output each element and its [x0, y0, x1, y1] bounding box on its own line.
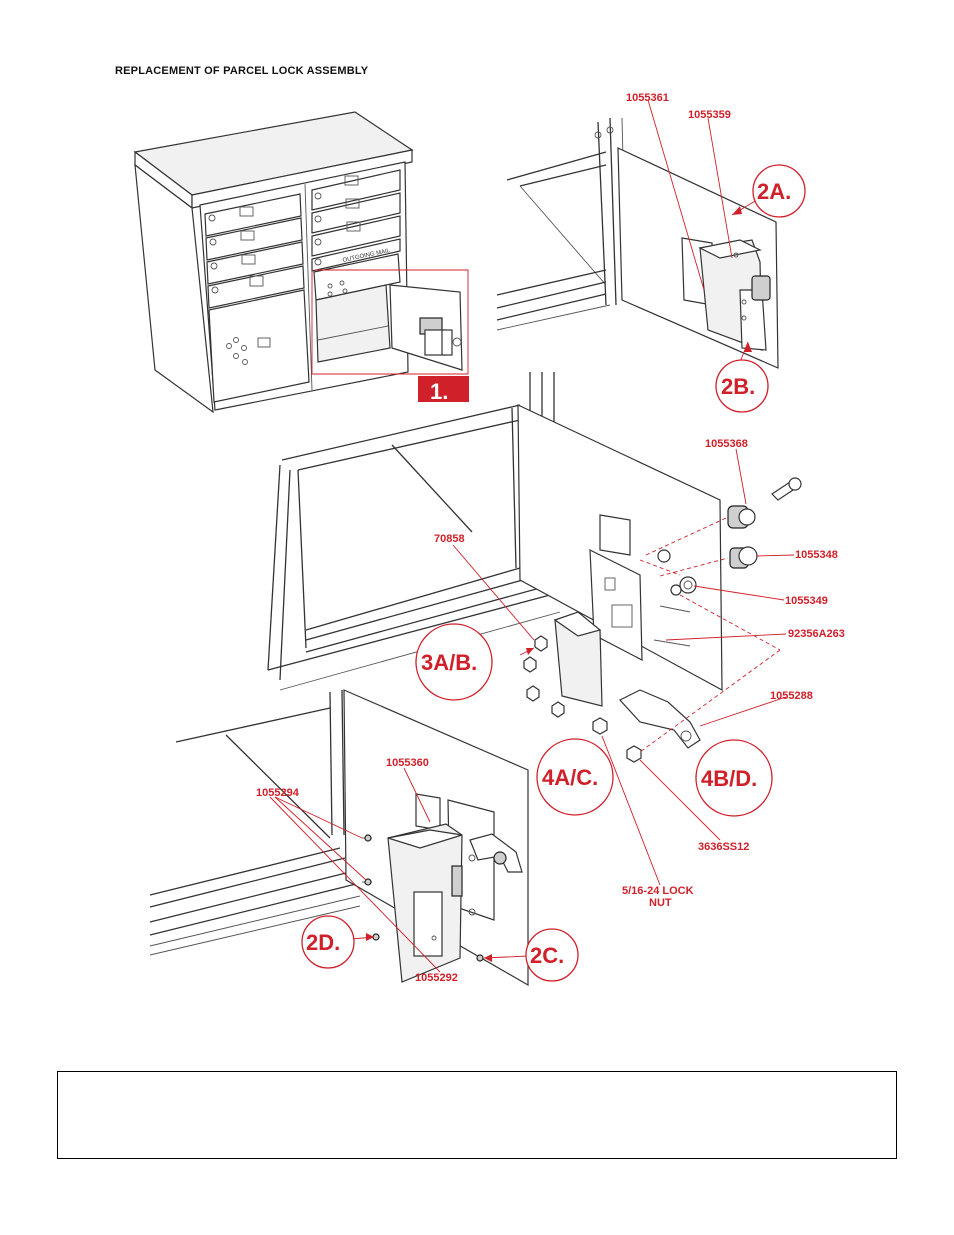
- exploded-lock-view: 3A/B. 4A/C. 4B/D. 1055368 1055348 105534…: [267, 372, 845, 909]
- step-2a-label: 2A.: [757, 179, 791, 204]
- part-1055292: 1055292: [415, 972, 458, 984]
- step-4ac-label: 4A/C.: [542, 765, 598, 790]
- notes-box: [57, 1071, 897, 1159]
- compartment-lock-view: 2A. 2B. 1055361 1055359: [496, 92, 806, 413]
- step-1-box: [418, 376, 469, 402]
- part-lock-nut-line1: 5/16-24 LOCK: [622, 885, 694, 897]
- part-1055368: 1055368: [705, 438, 748, 450]
- step-4bd-label: 4B/D.: [701, 766, 757, 791]
- step-2d-label: 2D.: [306, 930, 340, 955]
- step-1-label: 1.: [430, 379, 448, 404]
- part-3636SS12: 3636SS12: [698, 841, 749, 853]
- mailbox-unit-view: OUTGOING MAIL 1.: [133, 111, 469, 414]
- step-2b-label: 2B.: [721, 374, 755, 399]
- part-1055359: 1055359: [688, 109, 731, 121]
- step-3ab-label: 3A/B.: [421, 650, 477, 675]
- part-92356A263: 92356A263: [788, 628, 845, 640]
- page-title: REPLACEMENT OF PARCEL LOCK ASSEMBLY: [115, 65, 369, 77]
- part-1055349: 1055349: [785, 595, 828, 607]
- part-1055294: 1055294: [256, 787, 300, 799]
- reassembly-view: 2D. 2C. 1055360 1055294 1055292: [149, 689, 579, 987]
- part-lock-nut-line2: NUT: [649, 897, 672, 909]
- part-1055288: 1055288: [770, 690, 813, 702]
- part-1055361: 1055361: [626, 92, 669, 104]
- step-2c-label: 2C.: [530, 943, 564, 968]
- part-1055360: 1055360: [386, 757, 429, 769]
- part-70858: 70858: [434, 533, 465, 545]
- part-1055348: 1055348: [795, 549, 838, 561]
